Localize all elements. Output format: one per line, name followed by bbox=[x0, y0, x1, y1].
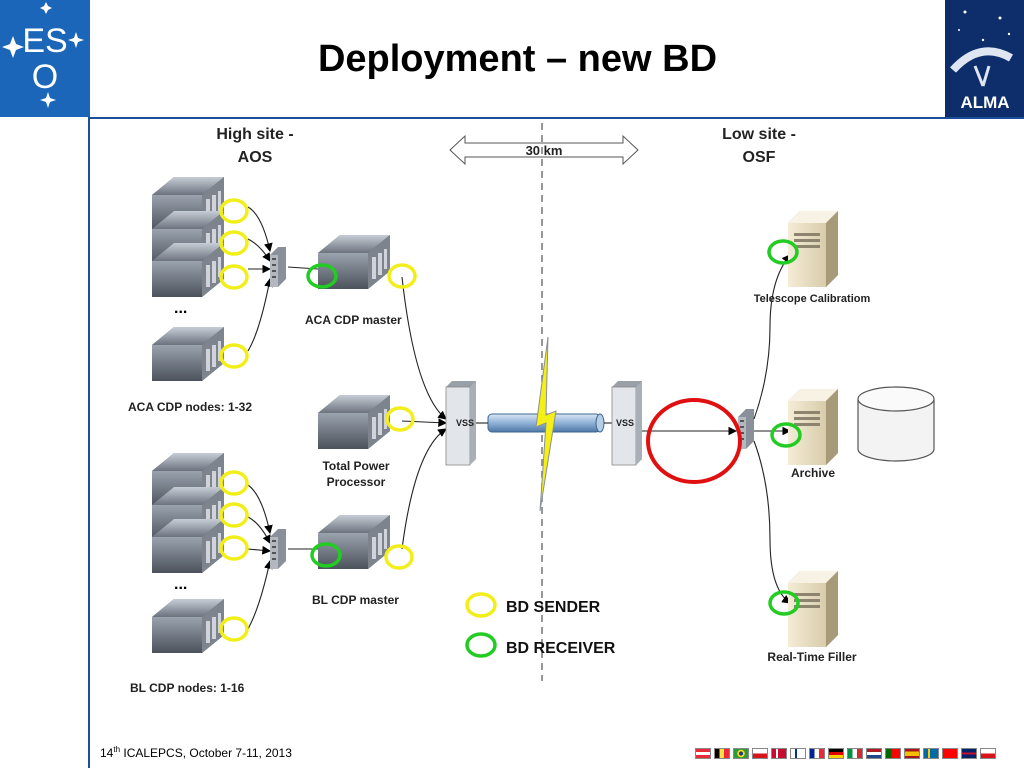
bd-sender-markers bbox=[219, 198, 417, 642]
footer-number: 14 bbox=[100, 746, 114, 760]
aca-nodes-group: ... ACA CDP nodes: 1-32 bbox=[128, 177, 252, 414]
aca-master-label: ACA CDP master bbox=[305, 313, 402, 327]
bl-switch-links bbox=[247, 484, 318, 630]
tpp-server bbox=[318, 395, 390, 449]
sender-marker bbox=[219, 502, 249, 528]
bl-nodes-label: BL CDP nodes: 1-16 bbox=[130, 681, 245, 695]
bl-master-label: BL CDP master bbox=[312, 593, 399, 607]
flag-icon bbox=[847, 748, 863, 759]
aca-ellipsis: ... bbox=[174, 300, 187, 317]
receiver-marker bbox=[767, 239, 799, 265]
flag-icon bbox=[923, 748, 939, 759]
master-to-vss-links bbox=[401, 276, 448, 550]
vss-left: VSS bbox=[445, 380, 477, 466]
deployment-diagram: High site - AOS Low site - OSF 30 km ...… bbox=[90, 119, 1024, 759]
legend-sender-label: BD SENDER bbox=[506, 599, 601, 616]
high-site-label: High site - AOS bbox=[216, 126, 293, 166]
footer-text: 14th ICALEPCS, October 7-11, 2013 bbox=[100, 745, 292, 760]
aca-master-group: ACA CDP master bbox=[305, 235, 402, 327]
flag-icon bbox=[695, 748, 711, 759]
low-site-line1: Low site - bbox=[722, 126, 796, 143]
flag-icon bbox=[790, 748, 806, 759]
legend-sender-swatch bbox=[465, 592, 497, 618]
vss-left-label: VSS bbox=[456, 418, 474, 428]
high-site-line2: AOS bbox=[238, 149, 273, 166]
aca-node-server bbox=[152, 327, 224, 381]
bl-nodes-group: ... BL CDP nodes: 1-16 bbox=[130, 453, 245, 695]
sender-marker bbox=[219, 230, 249, 256]
flag-icon bbox=[942, 748, 958, 759]
svg-text:ES: ES bbox=[22, 22, 67, 60]
flag-icon bbox=[885, 748, 901, 759]
bl-master-group: BL CDP master bbox=[312, 515, 399, 607]
archive-label: Archive bbox=[791, 466, 835, 480]
receiver-marker bbox=[770, 422, 802, 448]
legend-receiver-label: BD RECEIVER bbox=[506, 640, 616, 657]
low-site-label: Low site - OSF bbox=[722, 126, 796, 166]
flag-icon bbox=[866, 748, 882, 759]
eso-logo: ES O bbox=[0, 0, 90, 117]
bl-node-server bbox=[152, 599, 224, 653]
footer-conference: ICALEPCS, October 7-11, 2013 bbox=[120, 746, 292, 760]
sender-marker bbox=[219, 535, 249, 561]
header-divider bbox=[90, 117, 1024, 119]
svg-text:ALMA: ALMA bbox=[960, 93, 1009, 112]
high-site-line1: High site - bbox=[216, 126, 293, 143]
aca-master-server bbox=[318, 235, 390, 289]
bd-receiver-markers bbox=[306, 239, 802, 616]
sender-marker bbox=[219, 343, 249, 369]
flag-icon bbox=[904, 748, 920, 759]
bl-ellipsis: ... bbox=[174, 576, 187, 593]
sender-marker bbox=[387, 263, 417, 289]
vss-right: VSS bbox=[611, 380, 643, 466]
aca-switch bbox=[269, 246, 287, 288]
member-flags bbox=[695, 748, 996, 759]
vss-right-label: VSS bbox=[616, 418, 634, 428]
bl-master-server bbox=[318, 515, 390, 569]
bl-switch bbox=[269, 528, 287, 570]
distance-label: 30 km bbox=[526, 143, 563, 158]
receiver-marker bbox=[306, 263, 338, 289]
alma-logo: ALMA bbox=[945, 0, 1024, 117]
sender-marker bbox=[219, 264, 249, 290]
sender-marker bbox=[219, 616, 249, 642]
flag-icon bbox=[809, 748, 825, 759]
realtime-filler-label: Real-Time Filler bbox=[767, 650, 856, 664]
realtime-filler-group: Real-Time Filler bbox=[767, 571, 857, 664]
sender-marker bbox=[385, 406, 415, 432]
aca-switch-links bbox=[247, 206, 319, 352]
flag-icon bbox=[771, 748, 787, 759]
sender-marker bbox=[219, 470, 249, 496]
footer-suffix: th bbox=[113, 745, 121, 754]
archive-group: Archive bbox=[788, 386, 935, 480]
tpp-line2: Processor bbox=[327, 475, 386, 489]
flag-icon bbox=[752, 748, 768, 759]
database-icon bbox=[857, 386, 935, 462]
page-title: Deployment – new BD bbox=[317, 38, 718, 80]
aca-nodes-label: ACA CDP nodes: 1-32 bbox=[128, 400, 252, 414]
distance-arrow: 30 km bbox=[449, 134, 639, 166]
side-divider bbox=[88, 117, 90, 768]
sender-marker bbox=[384, 544, 414, 570]
lightning-bolt bbox=[535, 336, 557, 512]
tpp-line1: Total Power bbox=[322, 459, 389, 473]
telescope-calibration-label: Telescope Calibratiom bbox=[754, 293, 871, 305]
flag-icon bbox=[828, 748, 844, 759]
receiver-marker bbox=[768, 590, 800, 616]
flag-icon bbox=[980, 748, 996, 759]
sender-marker bbox=[219, 198, 249, 224]
highlight-ellipse bbox=[646, 398, 742, 484]
flag-icon bbox=[961, 748, 977, 759]
receiver-marker bbox=[310, 542, 342, 568]
telescope-calibration-group: Telescope Calibratiom bbox=[754, 211, 871, 305]
tpp-group: Total Power Processor bbox=[318, 395, 390, 489]
legend: BD SENDER BD RECEIVER bbox=[465, 592, 616, 658]
low-site-line2: OSF bbox=[743, 149, 776, 166]
flag-icon bbox=[714, 748, 730, 759]
legend-receiver-swatch bbox=[465, 632, 497, 658]
flag-icon bbox=[733, 748, 749, 759]
svg-text:O: O bbox=[32, 58, 58, 96]
osf-switch-links bbox=[642, 254, 792, 604]
